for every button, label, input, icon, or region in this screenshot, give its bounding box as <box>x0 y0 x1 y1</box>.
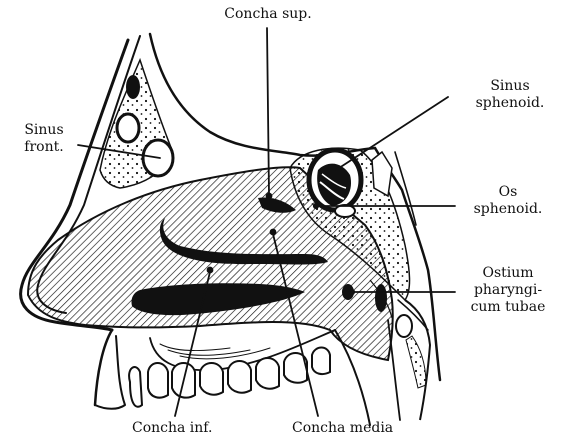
label-sinus-sphenoid: Sinus sphenoid. <box>462 78 558 112</box>
label-sinus-front-line1: Sinus <box>10 122 78 139</box>
label-sinus-front: Sinus front. <box>10 122 78 156</box>
label-ostium-line1: Ostium <box>456 265 560 282</box>
label-concha-inf: Concha inf. <box>132 420 212 437</box>
label-sinus-sphenoid-line1: Sinus <box>462 78 558 95</box>
label-concha-sup: Concha sup. <box>222 6 314 23</box>
label-os-sphenoid-line2: sphenoid. <box>458 201 558 218</box>
label-sinus-front-line2: front. <box>10 139 78 156</box>
label-concha-sup-text: Concha sup. <box>222 6 314 23</box>
label-concha-media-text: Concha media <box>292 420 393 437</box>
label-concha-inf-text: Concha inf. <box>132 420 212 437</box>
label-sinus-sphenoid-line2: sphenoid. <box>462 95 558 112</box>
label-concha-media: Concha media <box>292 420 393 437</box>
label-ostium-line3: cum tubae <box>456 299 560 316</box>
label-os-sphenoid: Os sphenoid. <box>458 184 558 218</box>
label-ostium-line2: pharyngi- <box>456 282 560 299</box>
label-ostium-pharyngicum-tubae: Ostium pharyngi- cum tubae <box>456 265 560 316</box>
label-os-sphenoid-line1: Os <box>458 184 558 201</box>
